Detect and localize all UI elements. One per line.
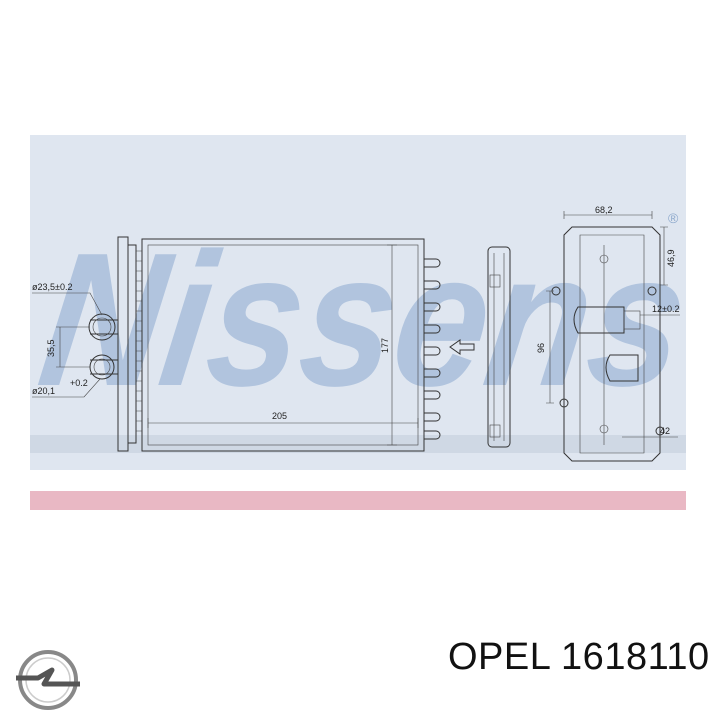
grey-stripe [30, 435, 686, 453]
outlet-tolerance: +0.2 [70, 378, 88, 388]
nissens-watermark: Nissens [30, 214, 686, 426]
flange-bottom-dimension: 42 [660, 426, 670, 436]
tube-dimension: 12±0.2 [652, 304, 679, 314]
part-number: 1618110 [561, 636, 710, 678]
flange-width-dimension: 68,2 [595, 205, 613, 215]
background-band [30, 135, 686, 470]
brand-name: OPEL [448, 636, 550, 678]
technical-drawing: Nissens ® 205 [29, 135, 699, 510]
width-dimension: 205 [272, 411, 287, 421]
height-dimension: 177 [380, 338, 390, 353]
pink-stripe [30, 491, 686, 510]
heater-core-side-view [449, 246, 511, 448]
inlet-diameter: ø23,5±0.2 [32, 282, 72, 292]
part-caption: OPEL 1618110 [448, 636, 710, 679]
registered-mark: ® [668, 210, 679, 226]
pitch-dimension: 35,5 [46, 339, 56, 357]
flange-height-dimension: 96 [536, 343, 546, 353]
opel-logo-icon [8, 640, 88, 720]
flange-detail-view: 68,2 46,9 96 12±0.2 42 [536, 205, 680, 462]
outlet-diameter: ø20,1 [32, 386, 55, 396]
heater-core-front-view: 205 177 35,5 ø23,5±0.2 ø20,1 +0.2 [32, 236, 441, 452]
flange-top-dimension: 46,9 [666, 249, 676, 267]
direction-arrow [449, 339, 475, 355]
